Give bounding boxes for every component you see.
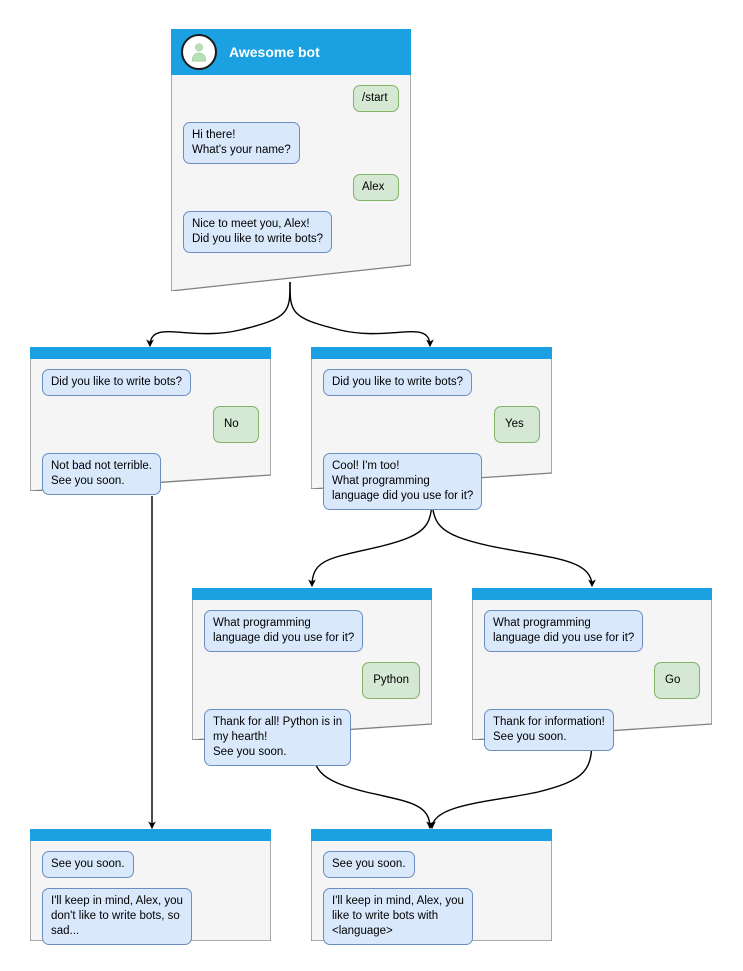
bot-message-bubble[interactable]: Cool! I'm too! What programming language… (323, 453, 483, 510)
card-end-yes[interactable]: See you soon. I'll keep in mind, Alex, y… (311, 829, 552, 945)
message-row: Did you like to write bots? (323, 369, 540, 396)
card-go-branch-body: What programming language did you use fo… (472, 600, 712, 751)
edge-go-to-end-yes (428, 737, 593, 830)
user-message-bubble[interactable]: Alex (353, 174, 399, 201)
person-avatar-icon (181, 34, 217, 70)
bot-message-bubble[interactable]: Not bad not terrible. See you soon. (42, 453, 162, 495)
user-message-bubble[interactable]: Go (654, 662, 700, 699)
message-row: Thank for information! See you soon. (484, 709, 700, 751)
card-end-yes-header (311, 829, 552, 841)
bot-message-bubble[interactable]: I'll keep in mind, Alex, you don't like … (42, 888, 192, 945)
card-python-branch[interactable]: What programming language did you use fo… (192, 588, 432, 766)
card-root-title: Awesome bot (229, 44, 320, 60)
message-row: Nice to meet you, Alex! Did you like to … (183, 211, 399, 253)
user-message-bubble[interactable]: Yes (494, 406, 540, 443)
edge-root-to-no (146, 281, 291, 348)
bot-message-bubble[interactable]: What programming language did you use fo… (204, 610, 364, 652)
message-row: Did you like to write bots? (42, 369, 259, 396)
message-row: What programming language did you use fo… (204, 610, 420, 652)
bot-message-bubble[interactable]: See you soon. (323, 851, 415, 878)
card-end-no-body: See you soon. I'll keep in mind, Alex, y… (30, 841, 271, 945)
bot-message-bubble[interactable]: Did you like to write bots? (323, 369, 473, 396)
card-root-header: Awesome bot (171, 29, 411, 75)
message-row: I'll keep in mind, Alex, you like to wri… (323, 888, 540, 945)
message-row: I'll keep in mind, Alex, you don't like … (42, 888, 259, 945)
message-row: /start (183, 85, 399, 112)
card-yes-branch-header (311, 347, 552, 359)
bot-message-bubble[interactable]: I'll keep in mind, Alex, you like to wri… (323, 888, 473, 945)
message-row: See you soon. (323, 851, 540, 878)
user-message-bubble[interactable]: No (213, 406, 259, 443)
card-root-body: /start Hi there! What's your name? Alex … (171, 75, 411, 291)
bot-message-bubble[interactable]: Thank for all! Python is in my hearth! S… (204, 709, 352, 766)
message-row: Python (204, 662, 420, 699)
card-no-branch-body: Did you like to write bots? No Not bad n… (30, 359, 271, 495)
bot-message-bubble[interactable]: What programming language did you use fo… (484, 610, 644, 652)
card-yes-branch-body: Did you like to write bots? Yes Cool! I'… (311, 359, 552, 510)
message-row: See you soon. (42, 851, 259, 878)
edge-root-to-yes (289, 281, 434, 348)
message-row: Not bad not terrible. See you soon. (42, 453, 259, 495)
card-yes-branch[interactable]: Did you like to write bots? Yes Cool! I'… (311, 347, 552, 510)
card-end-no-header (30, 829, 271, 841)
bot-message-bubble[interactable]: Nice to meet you, Alex! Did you like to … (183, 211, 333, 253)
bot-message-bubble[interactable]: Did you like to write bots? (42, 369, 192, 396)
message-row: Yes (323, 406, 540, 443)
card-end-yes-body: See you soon. I'll keep in mind, Alex, y… (311, 841, 552, 945)
message-row: Go (484, 662, 700, 699)
bot-message-bubble[interactable]: Hi there! What's your name? (183, 122, 300, 164)
message-row: Cool! I'm too! What programming language… (323, 453, 540, 510)
card-go-branch-header (472, 588, 712, 600)
card-end-no[interactable]: See you soon. I'll keep in mind, Alex, y… (30, 829, 271, 945)
card-python-branch-body: What programming language did you use fo… (192, 600, 432, 766)
user-message-bubble[interactable]: /start (353, 85, 399, 112)
message-row: Thank for all! Python is in my hearth! S… (204, 709, 420, 766)
card-no-branch[interactable]: Did you like to write bots? No Not bad n… (30, 347, 271, 495)
message-row: No (42, 406, 259, 443)
user-message-bubble[interactable]: Python (362, 662, 420, 699)
card-go-branch[interactable]: What programming language did you use fo… (472, 588, 712, 751)
card-no-branch-header (30, 347, 271, 359)
message-row: What programming language did you use fo… (484, 610, 700, 652)
message-row: Alex (183, 174, 399, 201)
bot-message-bubble[interactable]: See you soon. (42, 851, 134, 878)
card-python-branch-header (192, 588, 432, 600)
message-row: Hi there! What's your name? (183, 122, 399, 164)
bot-message-bubble[interactable]: Thank for information! See you soon. (484, 709, 614, 751)
card-root[interactable]: Awesome bot /start Hi there! What's your… (171, 29, 411, 291)
